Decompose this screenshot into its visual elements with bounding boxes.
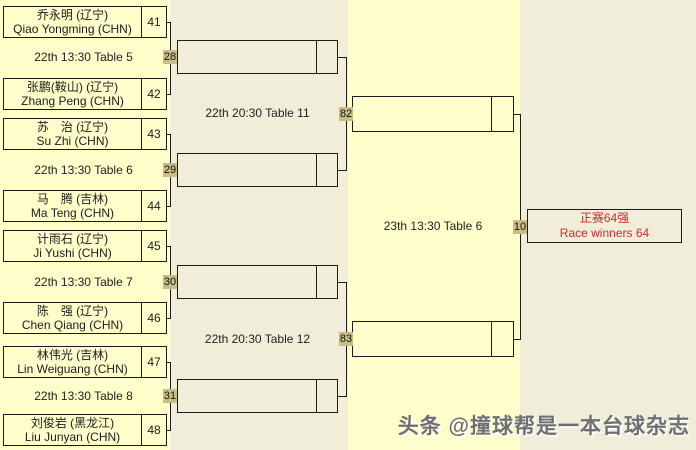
player-seed: 47 <box>141 347 166 377</box>
player-name-cn: 计雨石 (辽宁) <box>36 232 109 246</box>
winner-box-match-31 <box>177 379 338 413</box>
player-box-47: 林伟光 (吉林) Lin Weiguang (CHN) 47 <box>3 346 167 378</box>
bracket-connector <box>167 430 171 431</box>
match-number-badge: 30 <box>163 275 177 289</box>
match-number-badge: 10 <box>513 220 527 234</box>
player-box-41: 乔永明 (辽宁) Qiao Yongming (CHN) 41 <box>3 6 167 38</box>
match-schedule-10: 23th 13:30 Table 6 <box>383 219 483 233</box>
bracket-connector <box>167 206 171 207</box>
qualification-text-cn: 正赛64强 <box>579 211 630 225</box>
player-seed: 45 <box>141 231 166 261</box>
player-name-en: Qiao Yongming (CHN) <box>13 22 132 36</box>
player-seed: 42 <box>141 79 166 109</box>
player-name-cn: 苏 治 (辽宁) <box>36 120 109 134</box>
match-schedule-82: 22th 20:30 Table 11 <box>205 106 310 120</box>
player-name: 张鹏(鞍山) (辽宁) Zhang Peng (CHN) <box>4 79 141 109</box>
player-box-46: 陈 强 (辽宁) Chen Qiang (CHN) 46 <box>3 302 167 334</box>
player-name: 计雨石 (辽宁) Ji Yushi (CHN) <box>4 231 141 261</box>
player-seed: 41 <box>141 7 166 37</box>
player-name-cn: 林伟光 (吉林) <box>36 348 109 362</box>
player-name-cn: 马 腾 (吉林) <box>36 192 109 206</box>
match-schedule-30: 22th 13:30 Table 7 <box>34 275 133 289</box>
player-name-cn: 张鹏(鞍山) (辽宁) <box>26 80 119 94</box>
column-band-round2 <box>170 0 348 450</box>
winner-name-cell <box>178 154 316 186</box>
bracket-connector <box>167 318 171 319</box>
match-number-badge: 29 <box>163 163 177 177</box>
winner-box-match-29 <box>177 153 338 187</box>
player-name-en: Ma Teng (CHN) <box>30 206 115 220</box>
player-seed: 43 <box>141 119 166 149</box>
winner-box-match-30 <box>177 265 338 299</box>
match-number-badge: 82 <box>339 107 353 121</box>
player-name: 乔永明 (辽宁) Qiao Yongming (CHN) <box>4 7 141 37</box>
player-box-48: 刘俊岩 (黑龙江) Liu Junyan (CHN) 48 <box>3 414 167 446</box>
qualification-box: 正赛64强 Race winners 64 <box>527 209 682 243</box>
bracket-connector <box>514 114 520 115</box>
player-name-en: Lin Weiguang (CHN) <box>17 362 128 376</box>
qualification-text-en: Race winners 64 <box>559 226 650 240</box>
winner-score-cell <box>491 97 513 131</box>
column-band-round3 <box>348 0 520 450</box>
bracket-connector <box>338 282 346 283</box>
player-box-43: 苏 治 (辽宁) Su Zhi (CHN) 43 <box>3 118 167 150</box>
bracket-connector <box>514 339 520 340</box>
winner-box-match-83 <box>352 321 514 357</box>
player-box-45: 计雨石 (辽宁) Ji Yushi (CHN) 45 <box>3 230 167 262</box>
player-seed: 48 <box>141 415 166 445</box>
bracket-connector <box>167 22 171 23</box>
match-schedule-31: 22th 13:30 Table 8 <box>34 389 133 403</box>
player-name: 马 腾 (吉林) Ma Teng (CHN) <box>4 191 141 221</box>
player-name-en: Zhang Peng (CHN) <box>21 94 124 108</box>
match-number-badge: 83 <box>339 332 353 346</box>
winner-name-cell <box>353 322 491 356</box>
bracket-connector <box>338 57 346 58</box>
bracket-connector <box>167 94 171 95</box>
winner-score-cell <box>491 322 513 356</box>
player-name-cn: 乔永明 (辽宁) <box>36 8 109 22</box>
player-name: 苏 治 (辽宁) Su Zhi (CHN) <box>4 119 141 149</box>
winner-name-cell <box>178 380 316 412</box>
player-seed: 44 <box>141 191 166 221</box>
match-number-badge: 28 <box>163 50 177 64</box>
bracket-connector <box>167 362 171 363</box>
bracket-connector <box>338 170 346 171</box>
player-name-cn: 刘俊岩 (黑龙江) <box>30 416 115 430</box>
watermark-text: 头条 @撞球帮是一本台球杂志 <box>397 415 690 438</box>
player-seed: 46 <box>141 303 166 333</box>
match-schedule-29: 22th 13:30 Table 6 <box>34 163 133 177</box>
winner-score-cell <box>316 266 337 298</box>
match-number-badge: 31 <box>163 389 177 403</box>
player-name-en: Su Zhi (CHN) <box>36 134 109 148</box>
column-band-round1 <box>0 0 170 450</box>
column-band-final <box>520 0 696 450</box>
player-name-en: Ji Yushi (CHN) <box>33 246 112 260</box>
match-schedule-83: 22th 20:30 Table 12 <box>204 332 311 346</box>
player-name-en: Liu Junyan (CHN) <box>24 430 121 444</box>
player-box-42: 张鹏(鞍山) (辽宁) Zhang Peng (CHN) 42 <box>3 78 167 110</box>
winner-box-match-82 <box>352 96 514 132</box>
player-name: 林伟光 (吉林) Lin Weiguang (CHN) <box>4 347 141 377</box>
winner-name-cell <box>178 266 316 298</box>
winner-score-cell <box>316 380 337 412</box>
bracket-connector <box>338 396 346 397</box>
match-schedule-28: 22th 13:30 Table 5 <box>34 50 133 64</box>
player-name-cn: 陈 强 (辽宁) <box>36 304 109 318</box>
player-box-44: 马 腾 (吉林) Ma Teng (CHN) 44 <box>3 190 167 222</box>
player-name: 陈 强 (辽宁) Chen Qiang (CHN) <box>4 303 141 333</box>
player-name: 刘俊岩 (黑龙江) Liu Junyan (CHN) <box>4 415 141 445</box>
winner-box-match-28 <box>177 40 338 74</box>
bracket-connector <box>167 246 171 247</box>
winner-score-cell <box>316 41 337 73</box>
bracket-connector <box>167 134 171 135</box>
player-name-en: Chen Qiang (CHN) <box>21 318 124 332</box>
winner-name-cell <box>178 41 316 73</box>
winner-name-cell <box>353 97 491 131</box>
winner-score-cell <box>316 154 337 186</box>
